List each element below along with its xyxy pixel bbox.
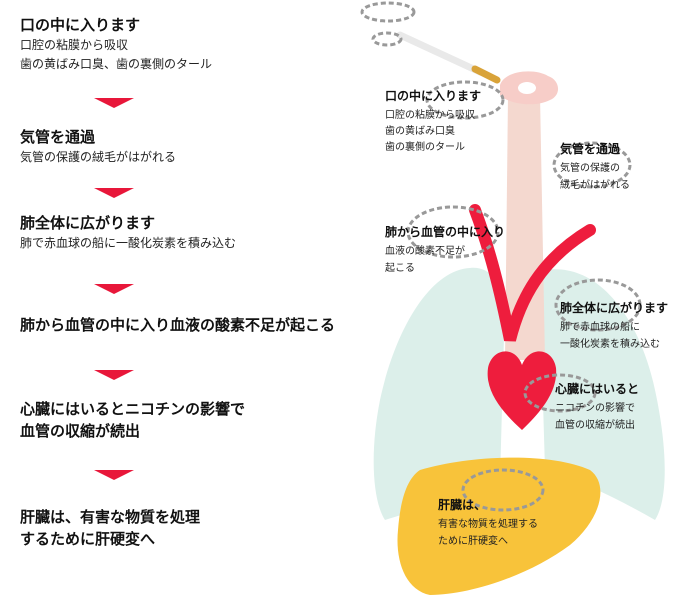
cigarette-filter bbox=[471, 65, 501, 84]
label-liver: 肝臓は、 有害な物質を処理する ために肝硬変へ bbox=[438, 497, 538, 547]
smoke-ring bbox=[523, 373, 597, 413]
heart-icon bbox=[487, 351, 557, 430]
label-desc: 絨毛がはがれる bbox=[560, 178, 630, 191]
label-desc: 起こる bbox=[385, 262, 415, 274]
label-heart: 心臓にはいると ニコチンの影響で 血管の収縮が続出 bbox=[555, 381, 639, 431]
label-desc: 歯の裏側のタール bbox=[385, 140, 465, 153]
smoke-ring bbox=[360, 1, 416, 23]
down-arrow-icon bbox=[94, 284, 134, 294]
down-arrow-icon bbox=[94, 98, 134, 108]
step-desc: 肺で赤血球の船に一酸化炭素を積み込む bbox=[20, 236, 237, 250]
trachea bbox=[505, 95, 545, 360]
smoke-rings bbox=[360, 1, 642, 512]
label-title: 肝臓は、 bbox=[438, 497, 486, 512]
label-desc: 気管の保護の bbox=[560, 161, 620, 174]
step-blood: 肺から血管の中に入り血液の酸素不足が起こる bbox=[20, 314, 335, 336]
mouth-opening bbox=[518, 82, 536, 94]
down-arrow-icon bbox=[94, 470, 134, 480]
label-desc: 歯の黄ばみ口臭 bbox=[385, 124, 455, 137]
label-trachea: 気管を通過 気管の保護の 絨毛がはがれる bbox=[560, 141, 630, 191]
step-heart: 心臓にはいるとニコチンの影響で 血管の収縮が続出 bbox=[20, 398, 245, 442]
step-mouth: 口の中に入ります 口腔の粘膜から吸収 歯の黄ばみ口臭、歯の裏側のタール bbox=[20, 14, 212, 74]
cigarette bbox=[396, 31, 484, 76]
right-lung bbox=[540, 269, 665, 520]
label-desc: 口腔の粘膜から吸収 bbox=[385, 108, 475, 121]
step-title: するために肝硬変へ bbox=[20, 530, 156, 548]
label-mouth: 口の中に入ります 口腔の粘膜から吸収 歯の黄ばみ口臭 歯の裏側のタール bbox=[385, 88, 481, 153]
step-liver: 肝臓は、有害な物質を処理 するために肝硬変へ bbox=[20, 506, 200, 550]
label-title: 肺全体に広がります bbox=[560, 300, 668, 315]
step-desc: 気管の保護の絨毛がはがれる bbox=[20, 150, 177, 164]
label-title: 気管を通過 bbox=[560, 141, 621, 156]
step-title: 口の中に入ります bbox=[20, 16, 141, 34]
label-title: 口の中に入ります bbox=[385, 88, 481, 103]
label-desc: 血管の収縮が続出 bbox=[555, 418, 635, 431]
label-title: 心臓にはいると bbox=[555, 381, 639, 396]
down-arrow-icon bbox=[94, 188, 134, 198]
step-title: 肝臓は、有害な物質を処理 bbox=[20, 508, 201, 526]
down-arrow-icon bbox=[94, 370, 134, 380]
label-desc: 肺で赤血球の船に bbox=[560, 320, 640, 333]
label-desc: 一酸化炭素を積み込む bbox=[560, 337, 660, 350]
smoke-ring bbox=[461, 468, 545, 512]
smoke-ring bbox=[425, 80, 505, 120]
step-lungs: 肺全体に広がります 肺で赤血球の船に一酸化炭素を積み込む bbox=[20, 212, 236, 253]
step-desc: 口腔の粘膜から吸収 bbox=[20, 38, 129, 52]
liver bbox=[397, 457, 601, 595]
step-title: 肺から血管の中に入り血液の酸素不足が起こる bbox=[20, 316, 336, 334]
step-desc: 歯の黄ばみ口臭、歯の裏側のタール bbox=[20, 57, 213, 71]
step-trachea: 気管を通過 気管の保護の絨毛がはがれる bbox=[20, 126, 176, 167]
label-desc: 有害な物質を処理する bbox=[438, 517, 538, 530]
smoke-ring bbox=[552, 141, 632, 189]
smoke-ring bbox=[371, 31, 403, 47]
label-desc: ニコチンの影響で bbox=[555, 401, 635, 414]
label-lungs: 肺全体に広がります 肺で赤血球の船に 一酸化炭素を積み込む bbox=[560, 300, 668, 350]
left-lung bbox=[373, 267, 505, 520]
step-title: 血管の収縮が続出 bbox=[20, 422, 141, 440]
step-title: 気管を通過 bbox=[20, 128, 96, 146]
label-title: 肺から血管の中に入り bbox=[385, 224, 505, 239]
smoke-ring bbox=[406, 205, 500, 259]
label-desc: 血液の酸素不足が bbox=[385, 244, 465, 257]
step-title: 心臓にはいるとニコチンの影響で bbox=[20, 400, 246, 418]
step-title: 肺全体に広がります bbox=[20, 214, 156, 232]
label-blood: 肺から血管の中に入り 血液の酸素不足が 起こる bbox=[385, 224, 505, 274]
label-desc: ために肝硬変へ bbox=[438, 534, 508, 547]
smoke-ring bbox=[554, 278, 642, 332]
